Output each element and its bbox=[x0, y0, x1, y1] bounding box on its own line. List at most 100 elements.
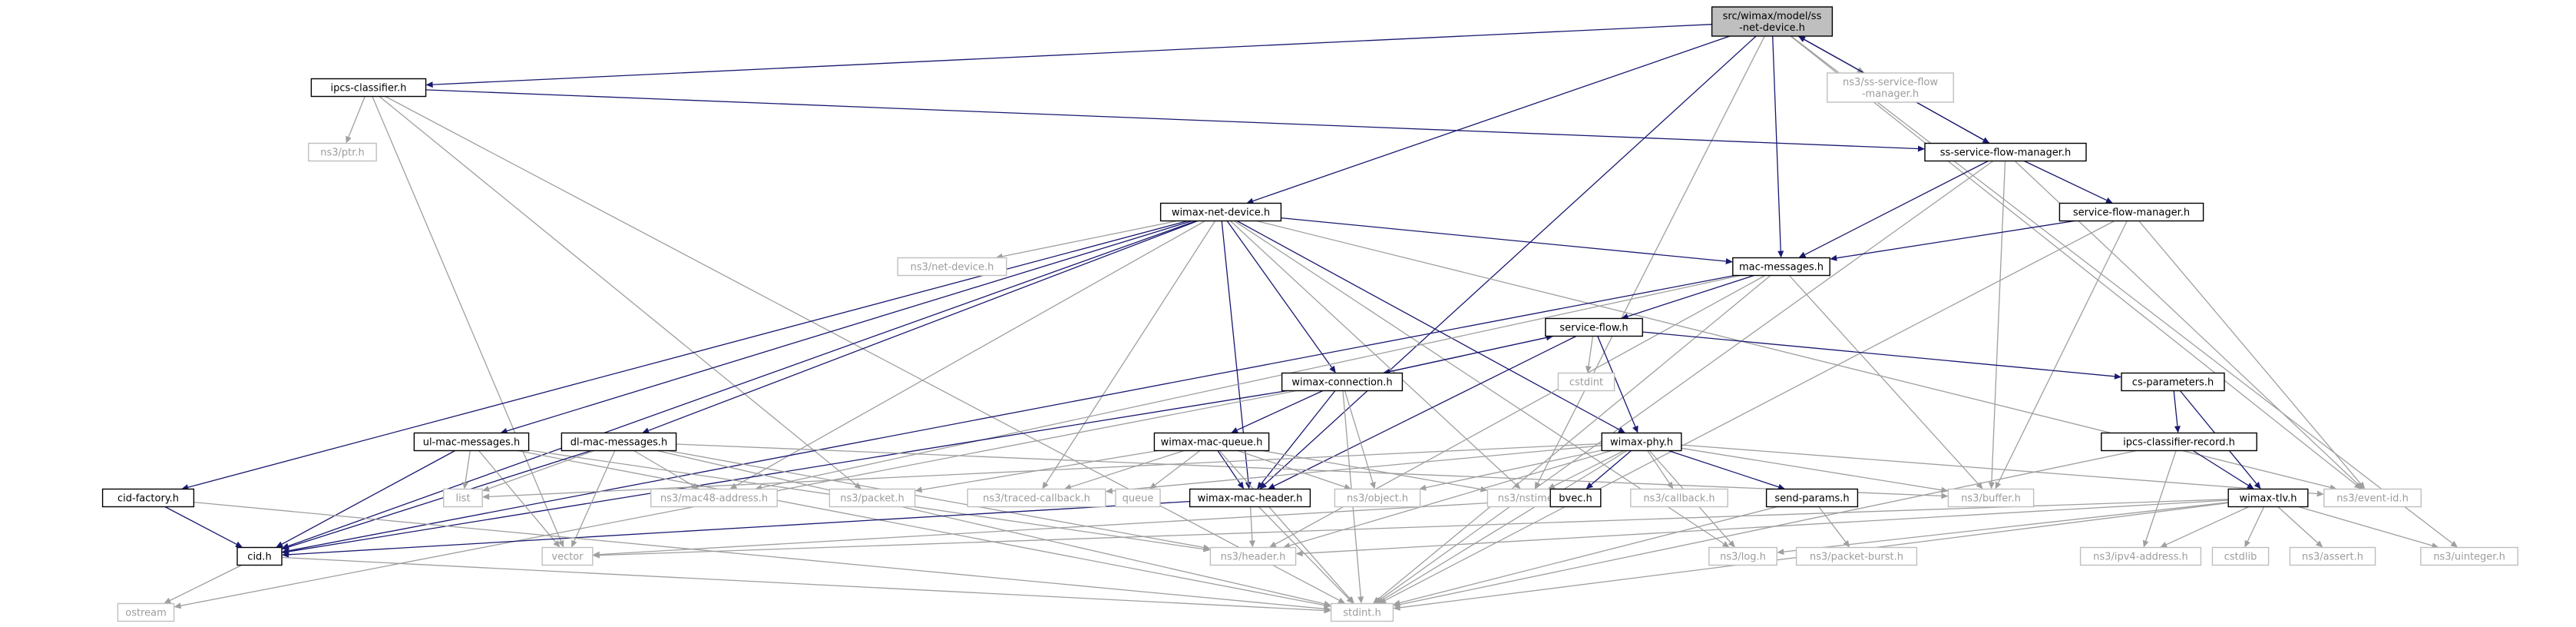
node-box bbox=[2323, 488, 2422, 508]
edge-line bbox=[288, 220, 1197, 547]
node-header: ns3/header.h bbox=[1209, 546, 1297, 566]
edge-dlmac-to-cid bbox=[282, 450, 592, 550]
edge-line bbox=[1281, 217, 1726, 262]
edge-sendp-to-pburst bbox=[1818, 506, 1850, 548]
node-box bbox=[650, 488, 778, 508]
node-label: ns3/object.h bbox=[1347, 493, 1408, 505]
edge-arrowhead bbox=[1798, 36, 1806, 42]
node-label: ns3/nstime.h bbox=[1498, 493, 1562, 505]
node-ssfm[interactable]: ss-service-flow-manager.h bbox=[1924, 142, 2087, 162]
node-label: cs-parameters.h bbox=[2132, 377, 2214, 389]
node-wnd[interactable]: wimax-net-device.h bbox=[1159, 202, 1282, 222]
node-wtlv[interactable]: wimax-tlv.h bbox=[2227, 488, 2309, 508]
node-callback: ns3/callback.h bbox=[1630, 488, 1728, 508]
edge-line bbox=[599, 499, 1551, 556]
edge-arrowhead bbox=[1513, 482, 1521, 489]
node-box bbox=[561, 432, 677, 452]
edge-arrowhead bbox=[2142, 539, 2149, 548]
edge-sf-to-wmh bbox=[1268, 335, 1577, 489]
edge-wnd-to-wphy bbox=[1236, 220, 1625, 433]
edge-arrowhead bbox=[1725, 258, 1733, 264]
node-cstdint: cstdint bbox=[1557, 372, 1615, 392]
edge-arrowhead bbox=[1376, 597, 1384, 604]
node-label: vector bbox=[551, 552, 584, 563]
node-sf[interactable]: service-flow.h bbox=[1545, 317, 1643, 337]
edge-ssfm-to-macmsg bbox=[1798, 160, 1989, 258]
node-label: ns3/packet-burst.h bbox=[1810, 552, 1903, 563]
node-sfm[interactable]: service-flow-manager.h bbox=[2058, 202, 2204, 222]
node-label: ns3/ipv4-address.h bbox=[2093, 552, 2188, 563]
edge-line bbox=[1382, 450, 1628, 601]
edge-dlmac-to-stdint bbox=[656, 450, 1331, 607]
node-box bbox=[1557, 372, 1615, 392]
edge-line bbox=[599, 499, 2229, 556]
edge-arrowhead bbox=[1618, 426, 1625, 433]
edge-arrowhead bbox=[2160, 542, 2168, 548]
graph-nodes: src/wimax/model/ss-net-device.h ipcs-clas… bbox=[101, 6, 2518, 622]
node-ulmac[interactable]: ul-mac-messages.h bbox=[413, 432, 530, 452]
edge-arrowhead bbox=[1666, 481, 1674, 489]
edge-line bbox=[2023, 160, 2107, 201]
node-ipcs[interactable]: ipcs-classifier.h bbox=[310, 78, 427, 98]
edge-ssfm-to-buffer bbox=[1988, 161, 2006, 489]
edge-arrowhead bbox=[2358, 482, 2366, 489]
edge-arrowhead bbox=[1357, 596, 1364, 604]
node-icr[interactable]: ipcs-classifier-record.h bbox=[2101, 432, 2257, 452]
node-box bbox=[443, 488, 483, 508]
node-dlmac[interactable]: dl-mac-messages.h bbox=[561, 432, 677, 452]
node-label: -net-device.h bbox=[1739, 22, 1805, 34]
node-box bbox=[413, 432, 530, 452]
node-csparam[interactable]: cs-parameters.h bbox=[2121, 372, 2225, 392]
edge-sfm-to-buffer bbox=[1995, 221, 2128, 489]
node-mac48: ns3/mac48-address.h bbox=[650, 488, 778, 508]
edge-root-to-wmh bbox=[1259, 35, 1757, 489]
node-label: wimax-mac-queue.h bbox=[1161, 437, 1263, 449]
node-bvec[interactable]: bvec.h bbox=[1549, 488, 1602, 508]
edge-arrowhead bbox=[282, 551, 289, 558]
edge-arrowhead bbox=[2114, 373, 2121, 380]
edge-arrowhead bbox=[1393, 604, 1400, 611]
edge-arrowhead bbox=[1338, 597, 1346, 604]
edge-arrowhead bbox=[1534, 481, 1541, 489]
edge-wmh-to-cid bbox=[282, 500, 1190, 558]
edge-wphy-to-stdint bbox=[1376, 450, 1628, 604]
edge-arrowhead bbox=[1547, 483, 1556, 489]
node-cid[interactable]: cid.h bbox=[236, 546, 283, 566]
node-wmh[interactable]: wimax-mac-header.h bbox=[1189, 488, 1311, 508]
edge-ipcs-to-ptr bbox=[346, 96, 365, 144]
edge-wmq-to-wmh bbox=[1217, 450, 1245, 489]
edge-root-to-wnd bbox=[1246, 35, 1731, 204]
node-wmq[interactable]: wimax-mac-queue.h bbox=[1153, 432, 1270, 452]
edge-arrowhead bbox=[1843, 539, 1850, 548]
edge-arrowhead bbox=[1777, 483, 1785, 490]
node-label: src/wimax/model/ss bbox=[1723, 11, 1822, 22]
edge-arrowhead bbox=[729, 483, 738, 489]
node-macmsg[interactable]: mac-messages.h bbox=[1732, 257, 1830, 277]
node-root[interactable]: src/wimax/model/ss-net-device.h bbox=[1711, 6, 1834, 37]
edge-wconn-to-wmq bbox=[1231, 390, 1324, 433]
edge-line bbox=[1588, 336, 1594, 367]
node-wconn[interactable]: wimax-connection.h bbox=[1281, 372, 1404, 392]
node-cidf[interactable]: cid-factory.h bbox=[101, 488, 195, 508]
edge-arrowhead bbox=[2174, 426, 2181, 433]
edge-root-to-uinteger bbox=[1791, 35, 2458, 548]
edge-macmsg-to-sf bbox=[1621, 274, 1754, 320]
edge-line bbox=[1681, 447, 1942, 491]
edge-arrowhead bbox=[425, 81, 433, 88]
edge-icr-to-ipv4 bbox=[2142, 450, 2177, 548]
edge-line bbox=[1002, 220, 1178, 257]
node-sendp[interactable]: send-params.h bbox=[1765, 488, 1859, 508]
edge-wnd-to-ulmac bbox=[500, 220, 1192, 434]
edge-line bbox=[288, 450, 592, 548]
edge-line bbox=[1788, 275, 1979, 485]
node-label: dl-mac-messages.h bbox=[570, 437, 668, 449]
node-list: list bbox=[443, 488, 483, 508]
node-label: ns3/assert.h bbox=[2302, 552, 2363, 563]
edge-line bbox=[348, 96, 365, 138]
edge-line bbox=[1382, 337, 1547, 374]
edge-arrowhead bbox=[1346, 596, 1354, 604]
node-box bbox=[1601, 432, 1682, 452]
edge-line bbox=[633, 450, 694, 486]
edge-line bbox=[1112, 445, 1602, 492]
node-wphy[interactable]: wimax-phy.h bbox=[1601, 432, 1682, 452]
